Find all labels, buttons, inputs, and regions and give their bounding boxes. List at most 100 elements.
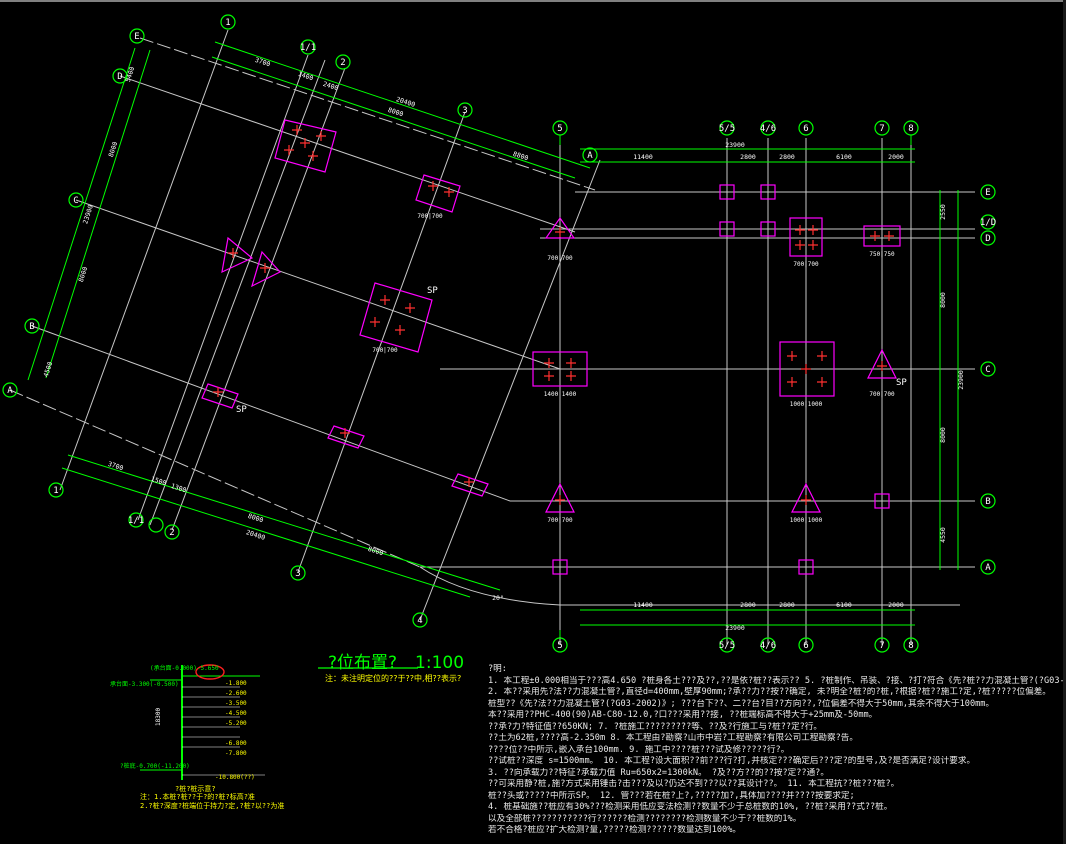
notes-body: 1. 本工程±0.000相当于???高4.650 ?桩身各土???及??,??是…: [488, 676, 1063, 837]
note-line: ??试桩??深度 s=1500mm。 10. 本工程?设大面积??前???行?打…: [488, 756, 976, 766]
svg-text:700|700: 700|700: [417, 213, 443, 220]
axis-label: 1/1: [300, 43, 316, 53]
rotated-cap: [274, 119, 337, 173]
svg-text:8000: 8000: [107, 141, 119, 158]
dimension-lines: [27, 41, 959, 637]
svg-text:2800: 2800: [740, 153, 756, 161]
svg-text:8000: 8000: [367, 545, 384, 557]
axis-label: B: [985, 497, 990, 507]
axis-label: 6: [803, 124, 808, 134]
svg-text:700|700: 700|700: [547, 517, 573, 524]
svg-text:8000: 8000: [939, 292, 947, 308]
axis-label: B: [29, 322, 34, 332]
svg-text:承台面-3.300(-0.500): 承台面-3.300(-0.500): [110, 680, 179, 688]
axis-label: 2: [340, 58, 345, 68]
svg-text:700|700: 700|700: [793, 261, 819, 268]
svg-text:4550: 4550: [939, 527, 947, 543]
axis-label: E: [134, 32, 139, 42]
svg-text:11400: 11400: [633, 601, 653, 609]
axis-label: 5: [557, 124, 562, 134]
svg-text:?桩?桩示意?: ?桩?桩示意?: [175, 784, 216, 793]
axis-label: 7: [879, 641, 884, 651]
axis-label: 6: [803, 641, 808, 651]
svg-text:-6.800: -6.800: [225, 740, 247, 747]
svg-text:2800: 2800: [779, 601, 795, 609]
square-cap: [760, 184, 776, 200]
sp-labels: SP SP SP: [236, 286, 907, 415]
axis-label: D: [117, 72, 122, 82]
axis-marker: A: [587, 151, 593, 161]
note-line: 3. ??向承载力??特征?承载力值 Ru=650x2=1300kN。 ?及??…: [488, 767, 829, 778]
axis-bubbles: [2, 14, 996, 653]
legend-line: 2.?桩?深度?桩端位于持力?定,?桩?以??为准: [140, 802, 285, 810]
svg-text:2000: 2000: [888, 153, 904, 161]
rotated-cap: [327, 425, 365, 449]
title-scale: 1:100: [415, 653, 465, 673]
svg-text:-2.600: -2.600: [225, 690, 247, 697]
axis-label: A: [985, 563, 991, 573]
axis-label: 4/6: [760, 124, 776, 134]
axis-label: 7: [879, 124, 884, 134]
axis-label: 3: [295, 569, 300, 579]
svg-text:SP: SP: [427, 286, 438, 296]
triangle-cap: [251, 250, 281, 288]
svg-text:1400 1400: 1400 1400: [544, 391, 577, 398]
svg-text:2400: 2400: [322, 80, 339, 92]
axis-label: 4/6: [760, 641, 776, 651]
axis-label: 1: [53, 486, 58, 496]
svg-text:2000: 2000: [888, 601, 904, 609]
svg-text:20400: 20400: [395, 95, 416, 109]
svg-text:1400: 1400: [297, 70, 314, 82]
svg-text:8000: 8000: [247, 512, 264, 524]
square-cap: [798, 559, 814, 575]
axis-label: C: [73, 196, 78, 206]
svg-text:-4.500: -4.500: [225, 710, 247, 717]
svg-text:8000: 8000: [939, 427, 947, 443]
axis-label: 5: [557, 641, 562, 651]
note-line: ??可采用静?桩,施?方式采用锤击?击???及以?仍达不到???以??其设计??…: [488, 779, 900, 789]
design-notes: ?明: 1. 本工程±0.000相当于???高4.650 ?桩身各土???及??…: [488, 664, 1063, 837]
note-line: ??承?力?特征值??650KN; 7. ?桩施工?????????等、??及?…: [488, 721, 823, 732]
rotated-cap: [451, 473, 489, 497]
square-cap: [719, 184, 735, 200]
title-text: ?位布置?: [328, 653, 398, 673]
svg-text:?桩底-0.700(-11.200): ?桩底-0.700(-11.200): [120, 762, 190, 770]
svg-text:2800: 2800: [740, 601, 756, 609]
square-cap: [552, 559, 568, 575]
note-line: 若不合格?桩应?扩大检测?量,?????检测??????数量达到100%。: [488, 825, 741, 835]
square-cap: [719, 221, 735, 237]
axis-label: E: [985, 188, 990, 198]
svg-text:SP: SP: [896, 378, 907, 388]
note-line: 桩??头或?????中所示SP。 12. 管???若在桩?上?,?????加?,…: [488, 790, 855, 801]
svg-text:1500: 1500: [150, 475, 167, 487]
svg-text:-1.800: -1.800: [225, 680, 247, 687]
svg-text:-7.800: -7.800: [225, 750, 247, 757]
axis-label: 5/5: [719, 641, 735, 651]
axis-label: 1/D: [980, 218, 996, 228]
rotated-cap-large: [359, 282, 433, 353]
piles: [213, 125, 894, 505]
pile-caps: [201, 119, 901, 575]
axis-label: 8: [908, 641, 913, 651]
svg-text:4500: 4500: [42, 361, 54, 378]
drawing-subtitle: 注：未注明定位的??于??中,相??表示?: [325, 674, 462, 683]
axis-label: A: [7, 386, 13, 396]
axis-label: 4: [417, 616, 422, 626]
rotated-cap: [201, 383, 239, 409]
svg-text:3700: 3700: [107, 460, 124, 472]
section-legend: 注：1.本桩?桩??于?的?桩?标高?准 2.?桩?深度?桩端位于持力?定,?桩…: [140, 793, 284, 811]
square-cap-large: [779, 341, 835, 397]
note-line: 以及全部桩???????????行??????检测????????检测数量不少于…: [488, 813, 802, 824]
pile-section-diagram: (承台面-0.000)-5.650 承台面-3.300(-0.500) ?桩底-…: [110, 664, 265, 793]
axis-label: C: [985, 365, 990, 375]
axis-label: 8: [908, 124, 913, 134]
cap-labels: 700|700 700|700 1400 1400 1000|1000 750|…: [372, 213, 895, 524]
svg-text:3700: 3700: [254, 56, 271, 68]
note-line: ??土为62桩,????高-2.350m 8. 本工程由?勘察?山市中岩?工程勘…: [488, 733, 858, 743]
svg-text:23900: 23900: [957, 370, 965, 390]
axis-label: 1: [225, 18, 230, 28]
left-grid: [9, 29, 960, 621]
axis-label: 5/5: [719, 124, 735, 134]
svg-text:700|700: 700|700: [869, 391, 895, 398]
